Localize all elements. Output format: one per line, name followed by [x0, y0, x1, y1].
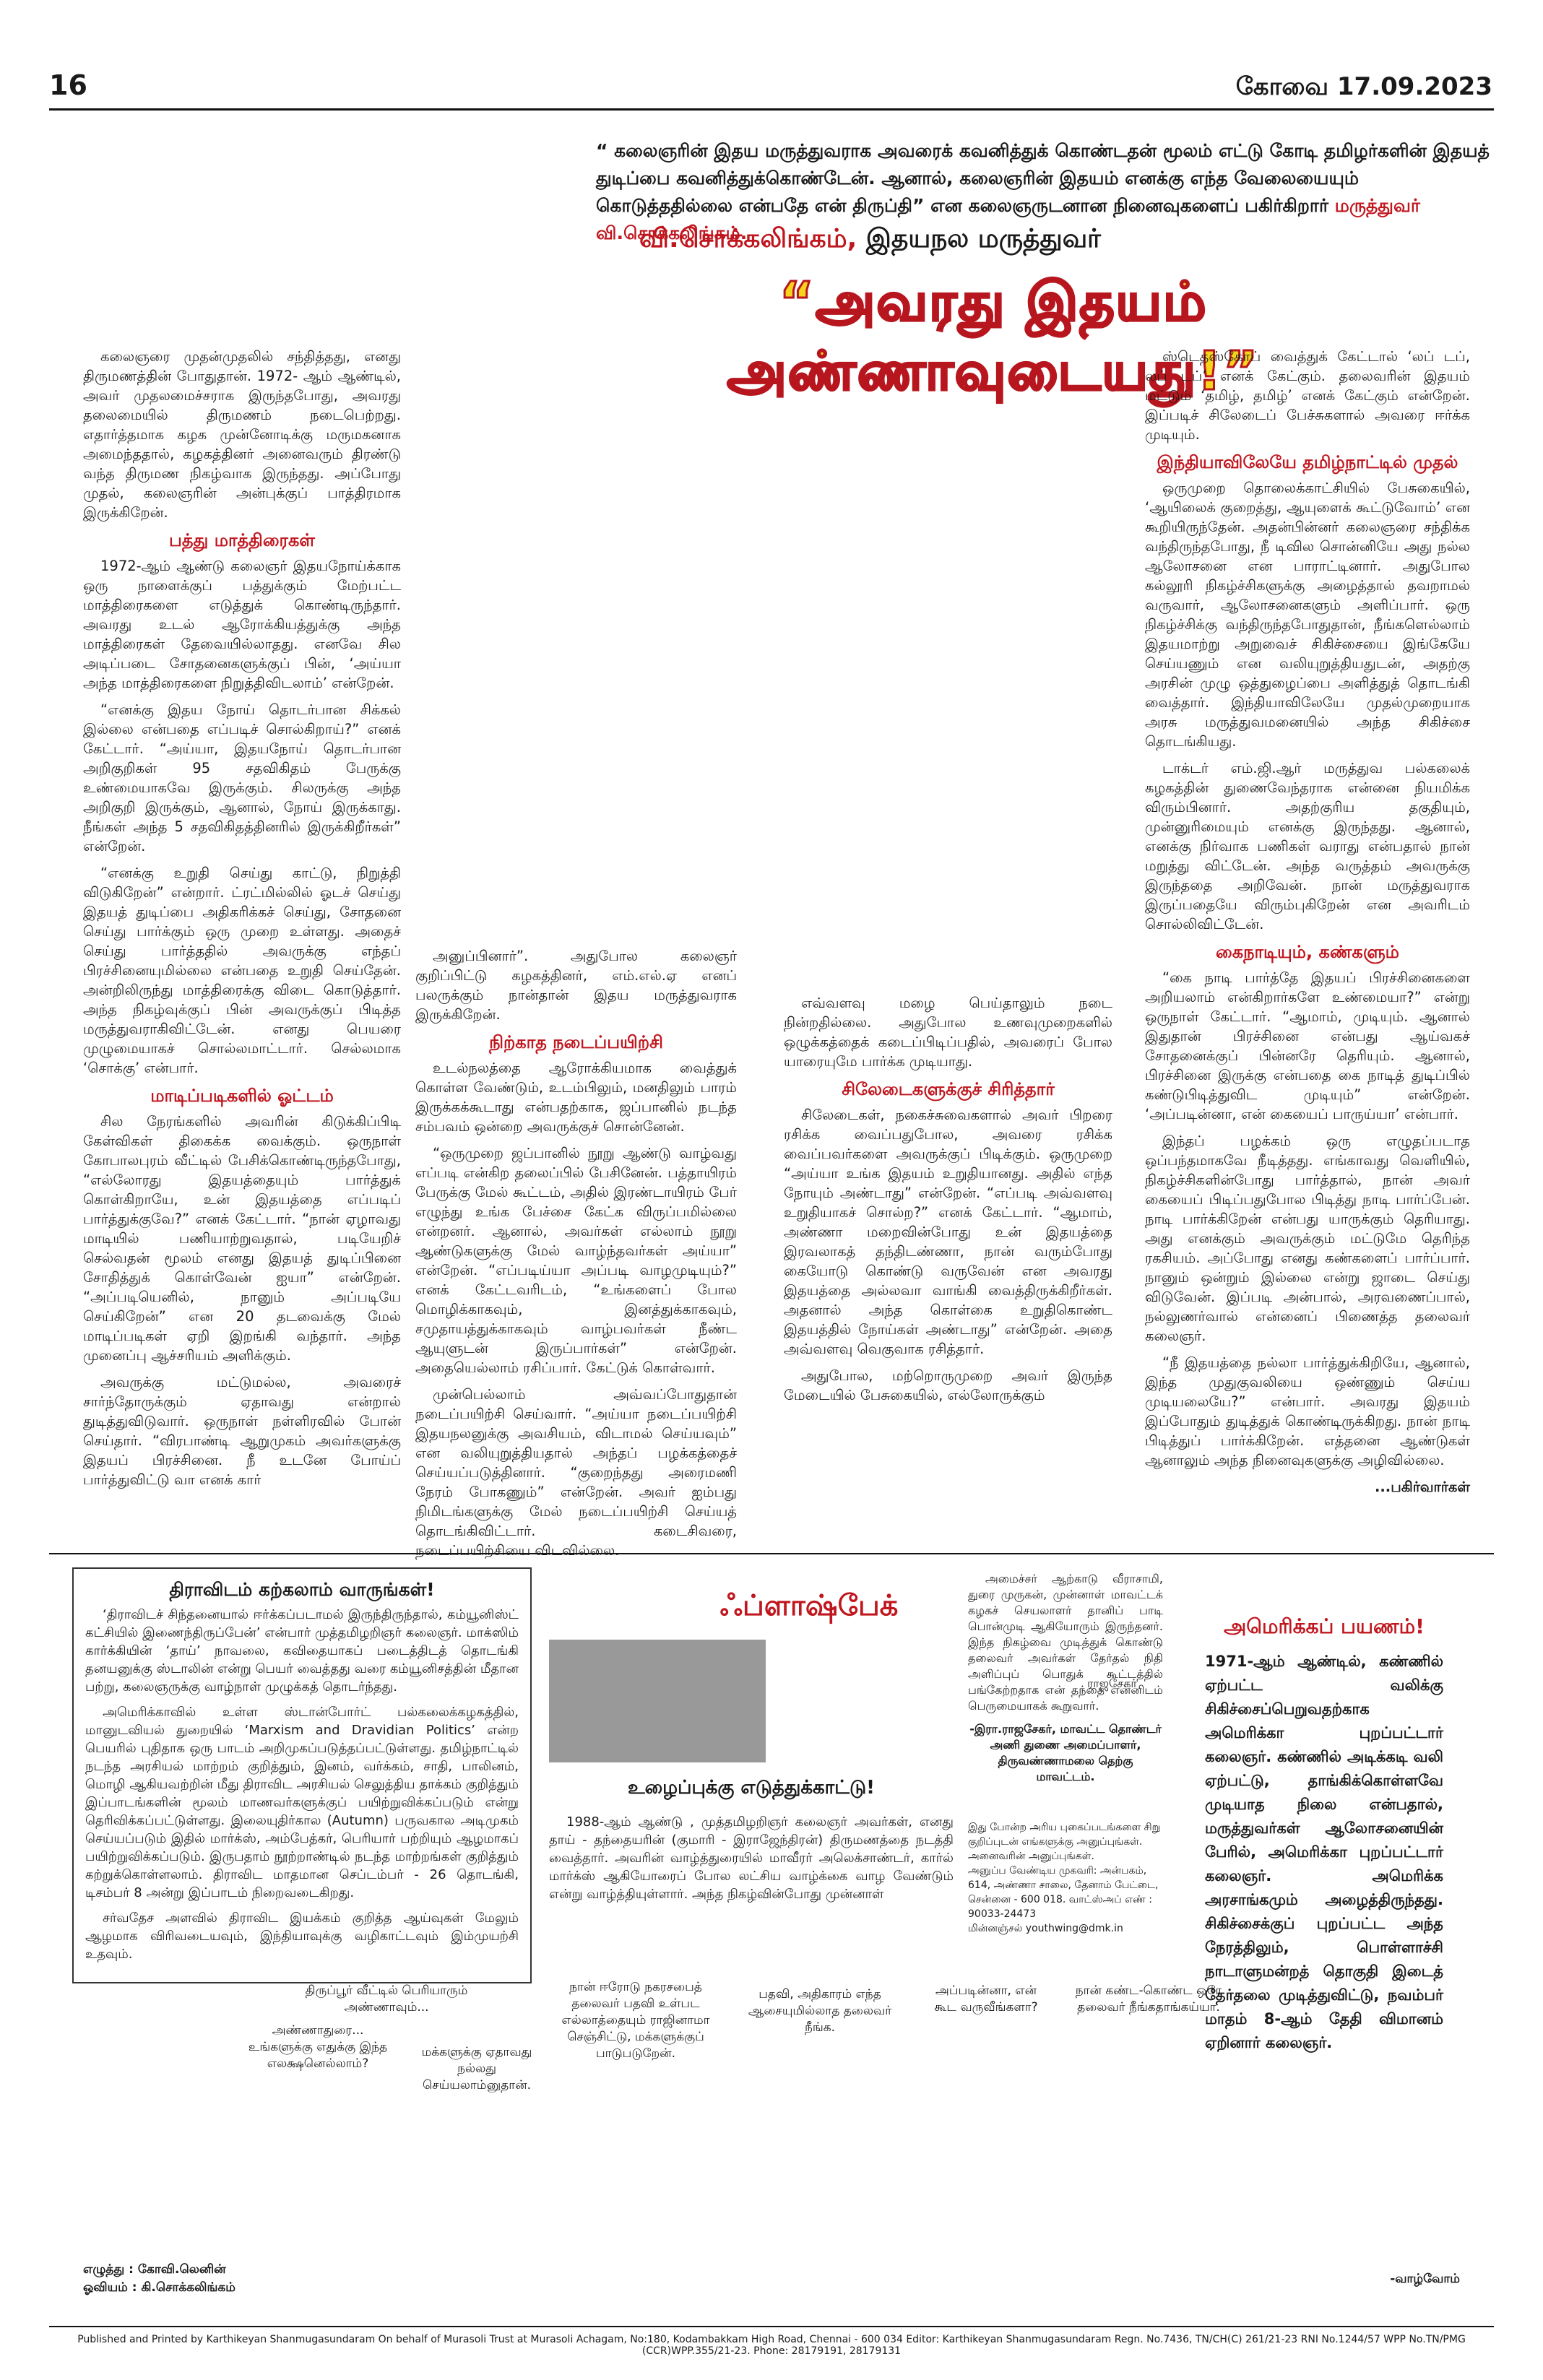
photo-invite: இது போன்ற அரிய புகைப்படங்களை சிறு குறிப்… [968, 1822, 1161, 1934]
page-number: 16 [49, 69, 87, 101]
subhead-pulse-eyes: கைநாடியும், கண்களும் [1216, 942, 1399, 962]
byline-role: இதயநல மருத்துவர் [865, 224, 1101, 254]
subhead-ten-pills: பத்து மாத்திரைகள் [169, 530, 315, 550]
subhead-tamilnadu-first: இந்தியாவிலேயே தமிழ்நாட்டில் முதல் [1157, 452, 1458, 472]
labour-text: 1988-ஆம் ஆண்டு , முத்தமிழறிஞர் கலைஞர் அவ… [549, 1814, 954, 1902]
subhead-stair-run: மாடிப்படிகளில் ஓட்டம் [150, 1086, 334, 1106]
cartoon-bubble-4: நான் ஈரோடு நகரசபைத் தலைவர் பதவி உள்பட எல… [561, 1980, 710, 2061]
subhead-walking: நிற்காத நடைப்பயிற்சி [489, 1032, 663, 1052]
headline: “அவரது இதயம் அண்ணாவுடையது!” [726, 270, 1260, 404]
article-column-3: எவ்வளவு மழை பெய்தாலும் நடை நின்றதில்லை. … [784, 995, 1112, 1403]
dravidam-title: திராவிடம் கற்கலாம் வாருங்கள்! [169, 1579, 435, 1600]
flashback-photo [549, 1640, 766, 1762]
article-column-1: கலைஞரை முதன்முதலில் சந்தித்தது, எனது திர… [83, 348, 401, 1488]
america-text: 1971-ஆம் ஆண்டில், கண்ணில் ஏற்பட்ட வலிக்க… [1205, 1653, 1443, 2051]
cartoon-bubble-6: அப்படின்னா, என் கூட வருவீங்களா? [934, 1983, 1038, 2015]
flashback-title: ஃப்ளாஷ்பேக் [719, 1589, 899, 1622]
section-rule [49, 1553, 1494, 1554]
masthead-rule [49, 108, 1494, 111]
article-column-4: ஸ்டெதஸ்கோப் வைத்துக் கேட்டால் ‘லப் டப், … [1145, 348, 1470, 1495]
flashback-text: அமைச்சர் ஆற்காடு வீராசாமி, துரை முருகன்,… [968, 1572, 1163, 1783]
america-box: அமெரிக்கப் பயணம்! 1971-ஆம் ஆண்டில், கண்ண… [1205, 1614, 1443, 2055]
cartoon-bubble-7: நான் கண்ட-கொண்ட ஒரே தலைவர் நீங்கதாங்கய்ய… [1075, 1983, 1222, 2015]
cartoon-bubble-2: அண்ணாதுரை... உங்களுக்கு எதுக்கு இந்த எலக… [248, 2023, 388, 2071]
byline-name: வி.சொக்கலிங்கம், [639, 224, 857, 254]
strip-credits: எழுத்து : கோவி.லெனின் ஓவியம் : கி.சொக்கல… [83, 2262, 235, 2295]
labour-title: உழைப்புக்கு எடுத்துக்காட்டு! [627, 1777, 876, 1799]
article-sign-off: ...பகிர்வார்கள் [1374, 1479, 1470, 1495]
america-title: அமெரிக்கப் பயணம்! [1224, 1614, 1425, 1638]
intro-quote-credit: மருத்துவர் வி.சொக்கலிங்கம். [596, 195, 1420, 243]
byline: வி.சொக்கலிங்கம், இதயநல மருத்துவர் [639, 224, 1101, 257]
cartoon-bubble-1: திருப்பூர் வீட்டில் பெரியாரும் அண்ணாவும்… [305, 1983, 468, 2015]
cartoon-bubble-5: பதவி, அதிகாரம் எந்த ஆசையுமில்லாத தலைவர் … [748, 1987, 892, 2035]
intro-quote: “ கலைஞரின் இதய மருத்துவராக அவரைக் கவனித்… [596, 140, 1490, 243]
dateline: கோவை 17.09.2023 [1235, 72, 1492, 101]
flashback-photo-caption: ராஜசேகர் [1087, 1676, 1137, 1690]
dravidam-box: திராவிடம் கற்கலாம் வாருங்கள்! ‘திராவிடச்… [72, 1567, 532, 1983]
cartoon-bubble-3: மக்களுக்கு ஏதாவது நல்லது செய்யலாம்னுதான்… [421, 2045, 532, 2093]
footer-rule [49, 2326, 1494, 2327]
continued-marker: -வாழ்வோம் [1390, 2272, 1460, 2286]
imprint-line: Published and Printed by Karthikeyan Sha… [77, 2334, 1466, 2357]
article-column-2: அனுப்பினார்”. அதுபோல கலைஞர் குறிப்பிட்டு… [415, 948, 737, 1559]
subhead-puns: சிலேடைகளுக்குச் சிரித்தார் [842, 1079, 1055, 1099]
